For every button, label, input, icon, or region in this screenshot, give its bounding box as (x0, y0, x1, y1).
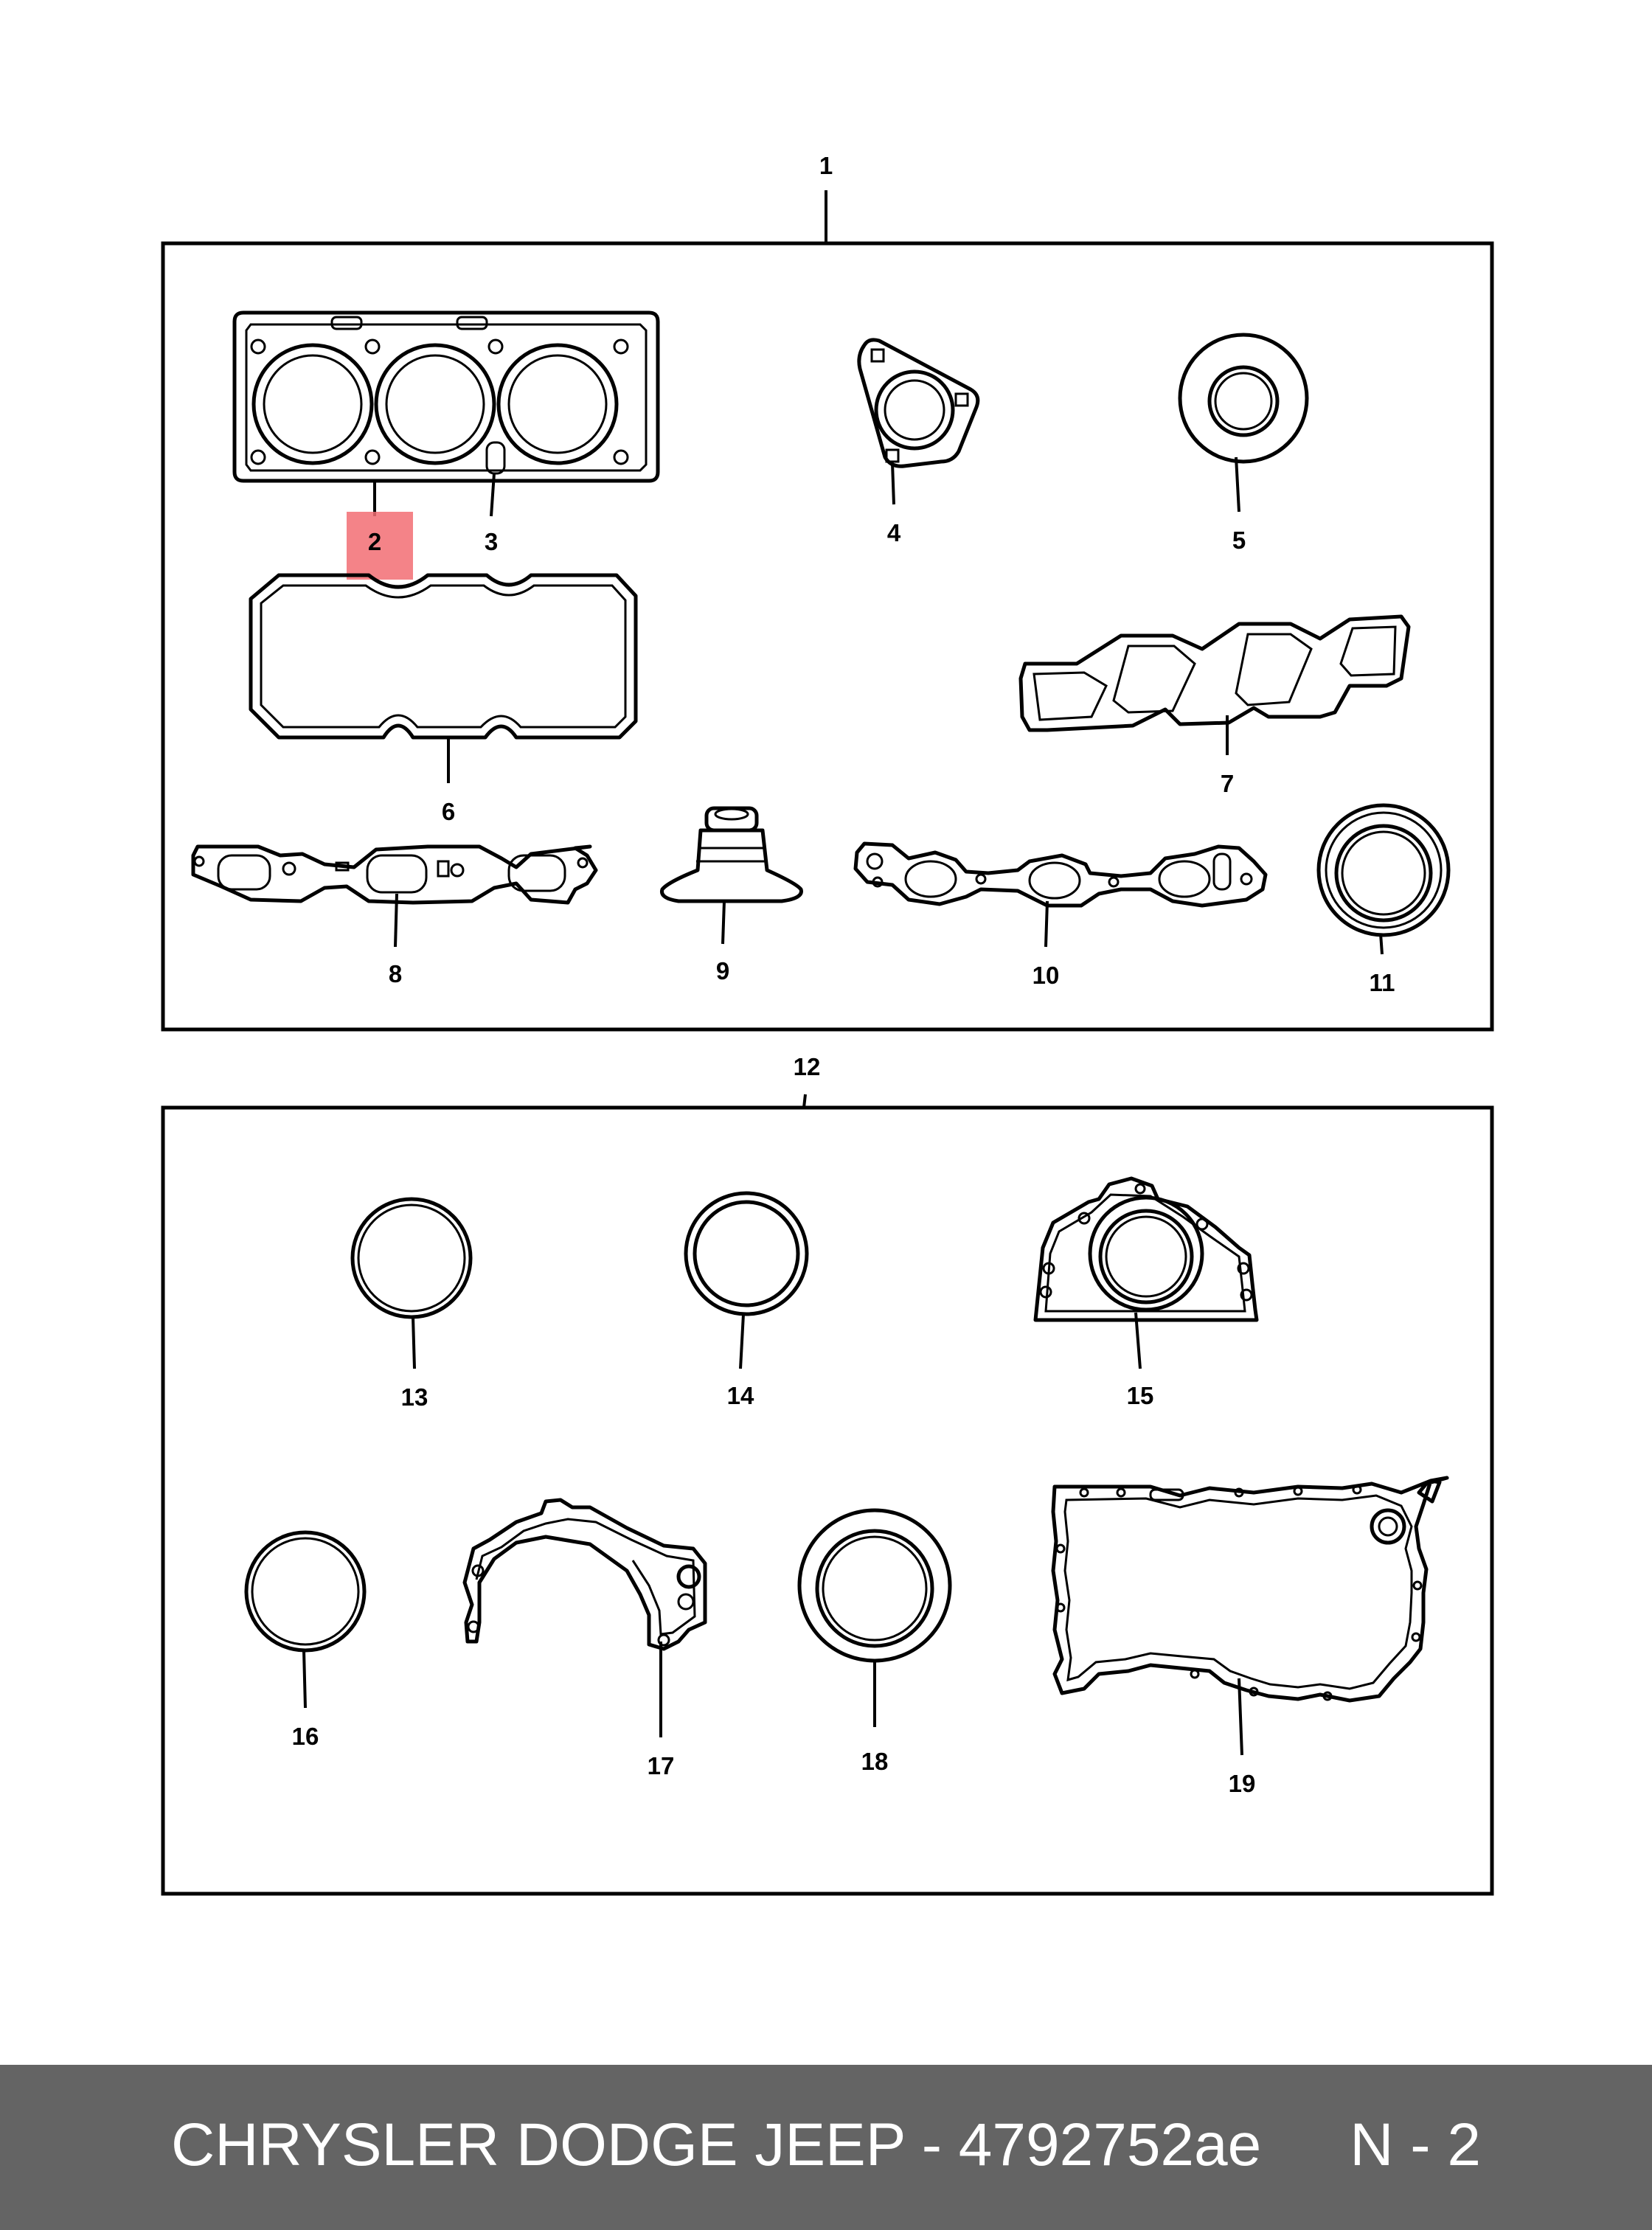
o-ring-thick[interactable] (684, 1191, 809, 1316)
callout-2[interactable]: 2 (368, 528, 381, 555)
lower-kit-group: 12 13 14 15 (161, 1053, 1494, 1896)
crankshaft-seal[interactable] (797, 1508, 952, 1663)
lower-kit-frame (161, 1105, 1494, 1896)
callout-17[interactable]: 17 (648, 1752, 675, 1779)
intake-manifold-gasket[interactable] (1018, 614, 1411, 732)
callout-5[interactable]: 5 (1232, 527, 1246, 554)
callout-14[interactable]: 14 (727, 1382, 754, 1409)
callout-16[interactable]: 16 (292, 1723, 319, 1750)
callout-1[interactable]: 1 (819, 152, 833, 179)
parts-diagram: 1 2 3 (161, 152, 1494, 1896)
callout-10[interactable]: 10 (1032, 962, 1060, 989)
callout-12[interactable]: 12 (794, 1053, 821, 1080)
callout-2-highlight (347, 512, 413, 580)
footer-bar: CHRYSLER DODGE JEEP - 4792752ae N - 2 (0, 2065, 1652, 2230)
callout-6[interactable]: 6 (442, 798, 455, 825)
rear-main-seal-retainer[interactable] (1033, 1176, 1259, 1322)
callout-13[interactable]: 13 (401, 1383, 428, 1411)
upper-kit-frame (161, 241, 1494, 1032)
oil-pan-gasket[interactable] (1051, 1476, 1449, 1703)
callout-9[interactable]: 9 (716, 957, 729, 984)
cylinder-head-gasket[interactable] (232, 310, 660, 483)
callout-3[interactable]: 3 (485, 528, 498, 555)
exhaust-manifold-gasket-alt[interactable] (853, 841, 1268, 908)
valve-cover-gasket[interactable] (249, 573, 638, 740)
timing-cover-gasket[interactable] (462, 1498, 707, 1651)
callout-7[interactable]: 7 (1221, 770, 1234, 797)
callout-8[interactable]: 8 (389, 960, 402, 987)
callout-18[interactable]: 18 (861, 1748, 889, 1775)
callout-11[interactable]: 11 (1370, 969, 1395, 996)
flange-gasket[interactable] (857, 338, 980, 468)
footer-page-number: N - 2 (1350, 2111, 1481, 2178)
crankshaft-front-seal[interactable] (1316, 803, 1451, 937)
o-ring-small[interactable] (244, 1530, 367, 1653)
callout-19[interactable]: 19 (1229, 1770, 1256, 1797)
callout-15[interactable]: 15 (1127, 1382, 1154, 1409)
footer-title: CHRYSLER DODGE JEEP - 4792752ae (171, 2111, 1262, 2178)
o-ring-large[interactable] (350, 1197, 473, 1319)
upper-kit-group: 1 2 3 (161, 152, 1494, 1032)
washer-seal[interactable] (1178, 333, 1309, 464)
valve-stem-seal[interactable] (659, 806, 803, 903)
exhaust-manifold-gasket[interactable] (191, 844, 598, 905)
callout-4[interactable]: 4 (887, 519, 901, 546)
